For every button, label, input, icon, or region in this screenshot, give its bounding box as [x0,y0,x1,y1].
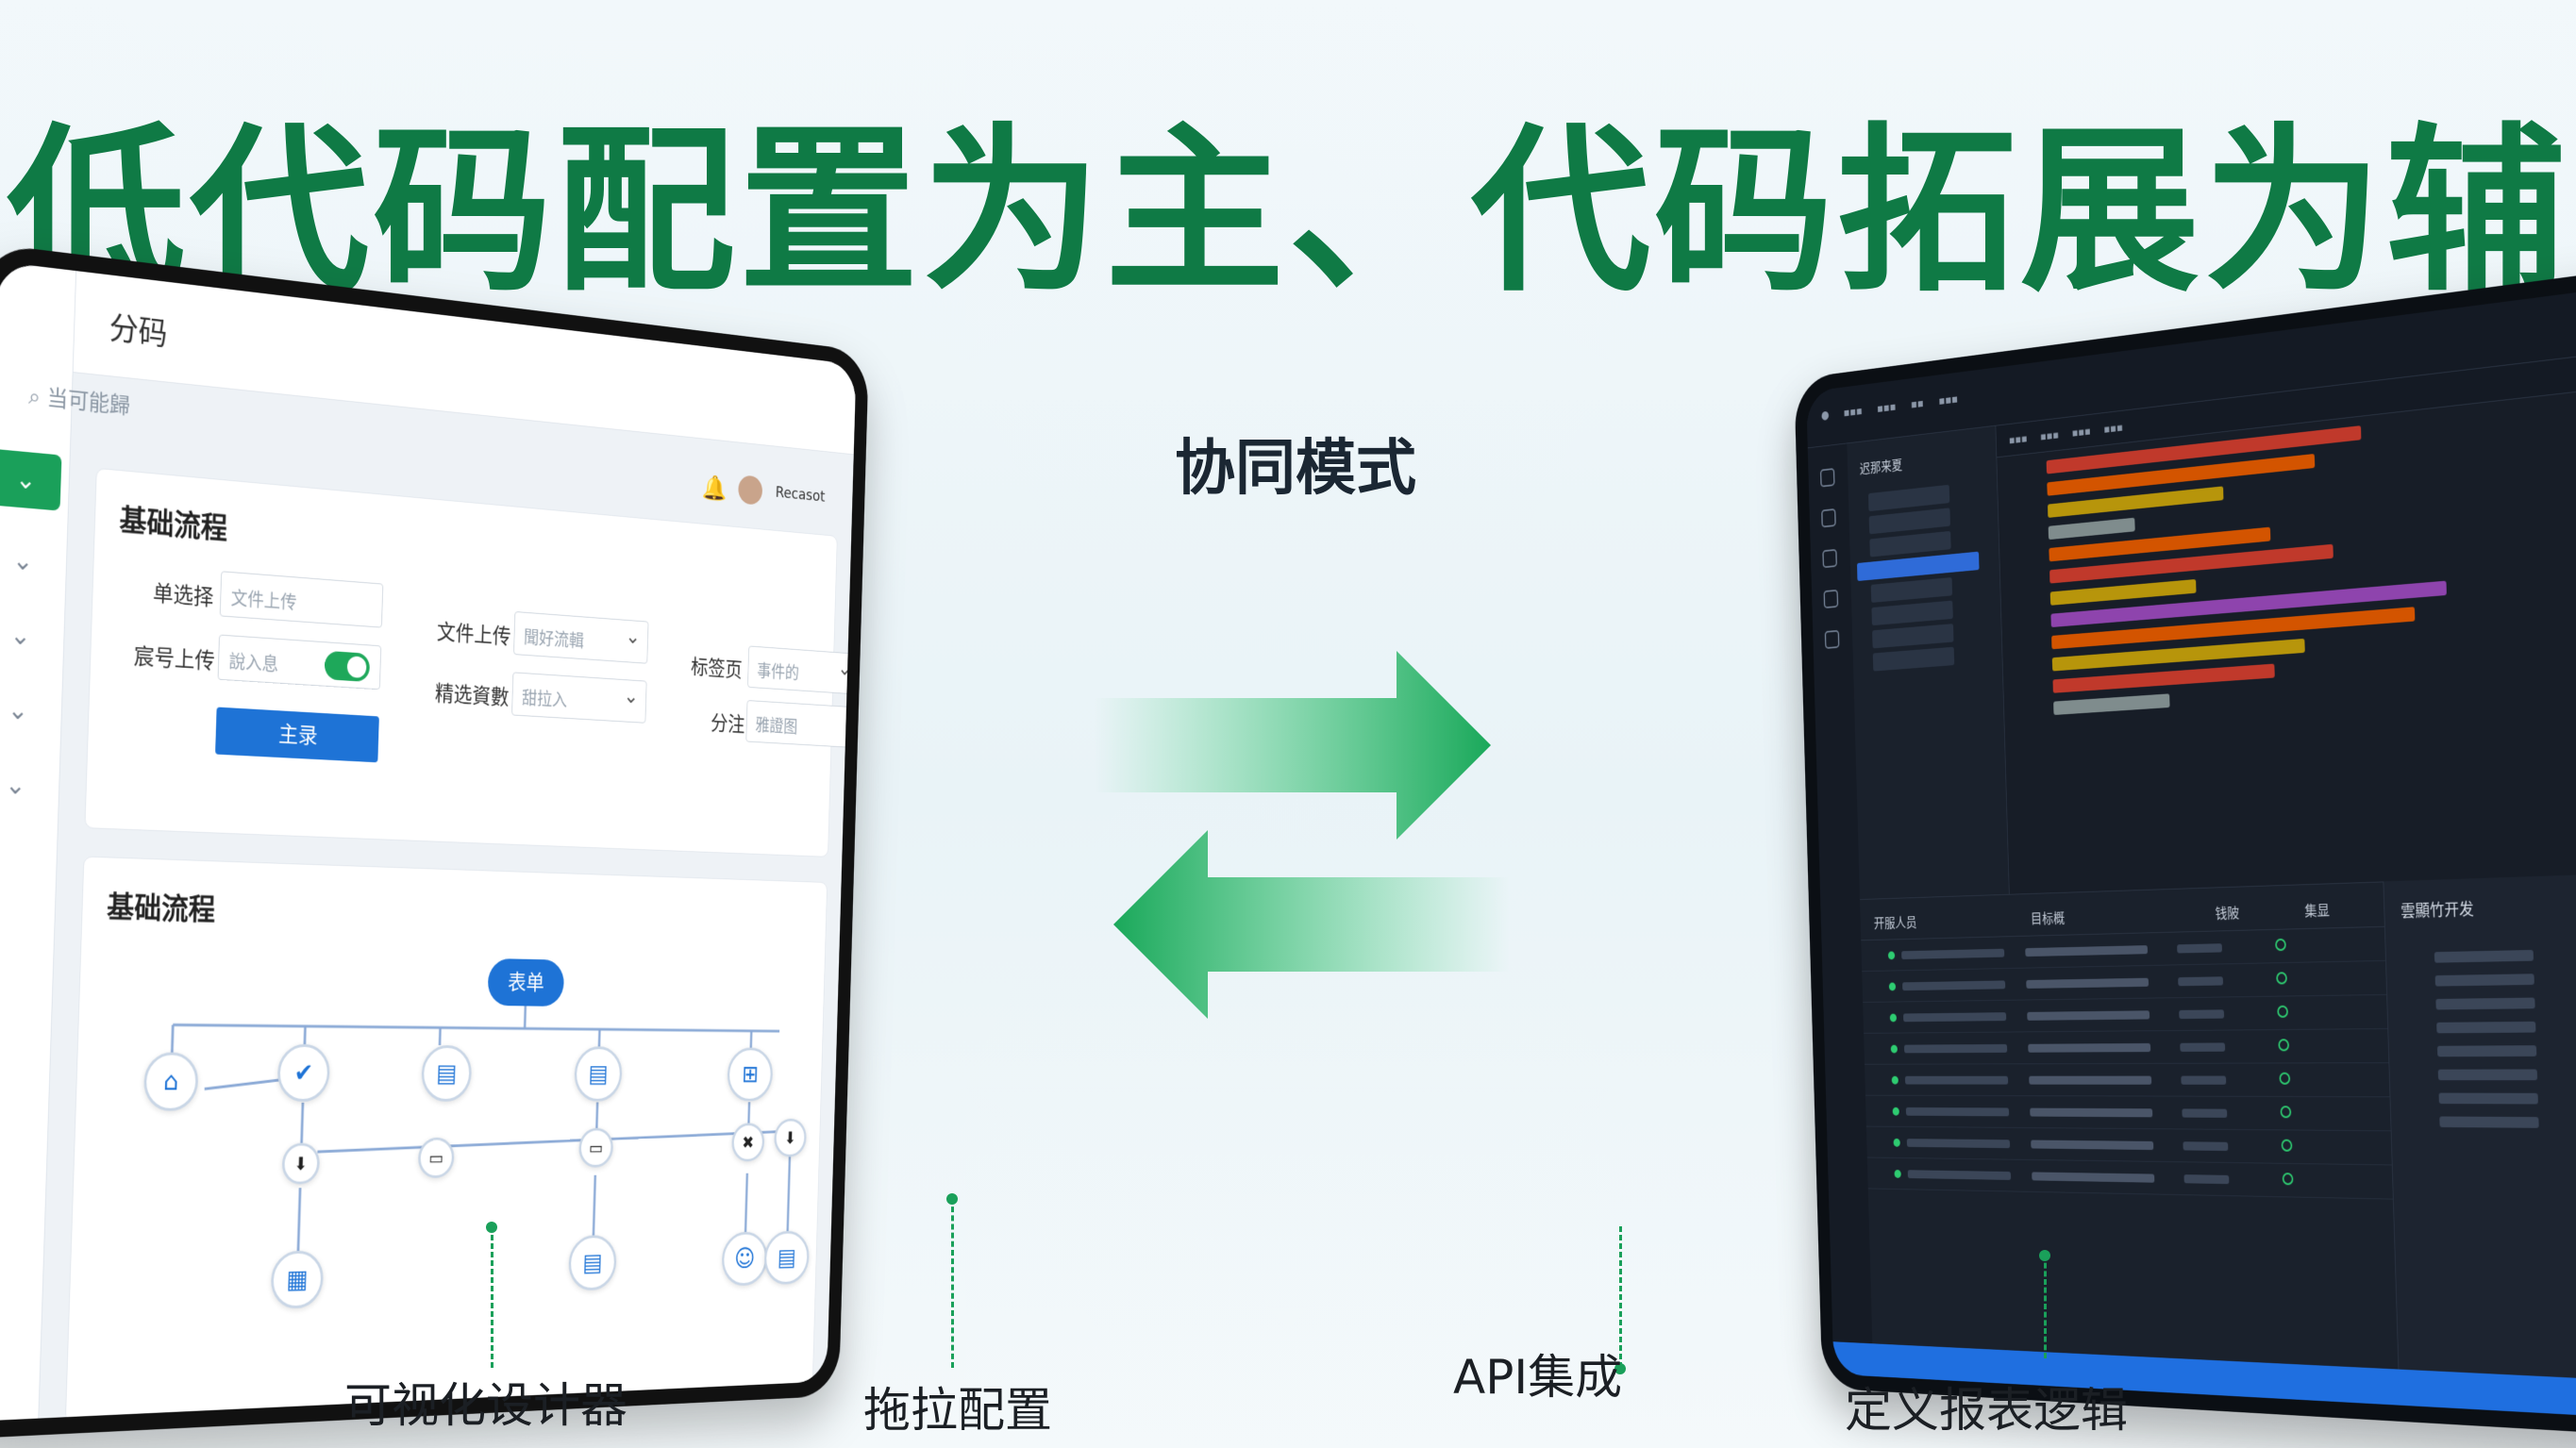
code-editor[interactable]: ▪▪▪ ▪▪▪ ▪▪▪ ▪▪▪ [1996,345,2576,894]
panel-title: 雲顯竹开发 [2400,900,2475,922]
tree-item[interactable] [2439,1116,2539,1128]
editor-tab[interactable]: ▪▪▪ [2071,424,2092,441]
column-header[interactable]: 集显 [2304,902,2331,920]
sidebar-chevron-icon[interactable]: ⌄ [7,693,29,726]
database-icon[interactable] [1823,589,1839,609]
tree-item[interactable] [1872,646,1955,672]
avatar[interactable] [738,474,763,506]
tree-item[interactable] [2436,1021,2536,1034]
menu-item[interactable]: ▪▪▪ [1938,391,1959,408]
panel-title: 基础流程 [118,502,228,546]
table-row[interactable] [1863,994,2388,1034]
tree-item[interactable] [2436,1045,2537,1057]
code-tablet: ●▪▪▪▪▪▪▪▪▪▪▪ 迟那来夏 ▪▪▪▪▪▪▪▪▪▪▪▪ [1794,261,2576,1440]
menu-item[interactable]: ▪▪ [1910,396,1924,412]
low-code-tablet: ⌄ ⌄ ⌄ ⌄ ⌄ 分码 ⌕ 当可能歸 🔔 Recasot 基础流程 单选择 文… [0,242,869,1440]
code-screen: ●▪▪▪▪▪▪▪▪▪▪▪ 迟那来夏 ▪▪▪▪▪▪▪▪▪▪▪▪ [1806,280,2576,1423]
callout-api-integration: API集成 [1453,1350,1623,1405]
callout-visual-designer: 可视化设计器 [344,1378,627,1433]
table-row[interactable] [1864,1029,2389,1065]
headline: 低代码配置为主、代码拓展为辅 [6,108,2569,316]
leader-line [2044,1255,2047,1358]
leader-dot [1614,1363,1626,1374]
leader-dot [946,1193,958,1205]
table-row[interactable] [1865,1095,2391,1132]
table-row[interactable] [1865,1063,2390,1098]
sidebar-active-item[interactable]: ⌄ [0,448,62,511]
editor-tab[interactable]: ▪▪▪ [2040,428,2060,444]
sidebar-chevron-icon[interactable]: ⌄ [11,544,34,577]
developer-table: 开服人员 目标概 钱陂 集显 [1860,881,2399,1370]
file-upload-select[interactable]: 聞好流輯 [513,611,649,664]
editor-tab[interactable]: ▪▪▪ [2103,421,2124,437]
left-arrow-icon [1113,830,1510,1019]
files-icon[interactable] [1821,508,1836,528]
tree-item[interactable] [1869,530,1951,558]
code-line [2048,517,2135,541]
tree-item[interactable] [1868,508,1950,535]
editor-tab[interactable]: ▪▪▪ [2008,432,2028,447]
collaboration-mode-label: 协同模式 [1175,434,1416,504]
submit-button[interactable]: 主录 [215,707,379,763]
refresh-icon[interactable] [1824,629,1840,649]
leader-dot [486,1222,497,1233]
file-explorer: 迟那来夏 [1847,425,2010,900]
sidebar-chevron-icon[interactable]: ⌄ [9,619,32,652]
precise-label: 精选資數 [434,680,510,710]
bell-icon[interactable]: 🔔 [701,473,728,504]
dev-side-panel: 雲顯竹开发 [2383,871,2576,1385]
file-upload-label: 文件上传 [436,619,511,650]
note-input[interactable]: 雅證图 [745,700,857,749]
note-label: 分注 [710,710,745,737]
code-line [2049,578,2197,606]
menu-item[interactable]: ▪▪▪ [1843,404,1863,420]
leader-line [491,1226,493,1368]
user-name[interactable]: Recasot [775,483,826,507]
leader-dot [2039,1250,2050,1261]
menu-item[interactable]: ▪▪▪ [1877,400,1897,416]
flow-panel: 基础流程 [64,856,828,1423]
column-header[interactable]: 目标概 [2030,909,2066,927]
low-code-screen: ⌄ ⌄ ⌄ ⌄ ⌄ 分码 ⌕ 当可能歸 🔔 Recasot 基础流程 单选择 文… [0,261,857,1423]
menu-item[interactable]: ● [1820,408,1830,423]
app-logo: 分码 [109,309,168,354]
sidebar: ⌄ ⌄ ⌄ ⌄ ⌄ [0,261,77,1423]
sidebar-chevron-icon[interactable]: ⌄ [4,769,26,801]
tab-select[interactable]: 事件的 [747,645,857,695]
sync-arrows [1095,651,1510,1019]
form-panel: 基础流程 单选择 文件上传 宸号上传 說入息 主录 文件上传 聞好流輯 精选資數… [84,467,857,857]
single-select-label: 单选择 [152,580,214,611]
tree-item[interactable] [1872,624,1954,649]
tree-item[interactable] [1867,484,1950,512]
flow-root-node[interactable]: 表单 [487,957,565,1007]
explorer-title: 迟那来夏 [1859,457,1903,477]
table-row[interactable] [1866,1157,2393,1200]
tree-item[interactable] [2434,949,2534,963]
tab-label: 标签页 [690,655,743,683]
leader-line [951,1198,954,1368]
single-select-input[interactable]: 文件上传 [219,571,384,628]
tree-item[interactable] [1870,577,1953,603]
callout-drag-config: 拖拉配置 [863,1383,1052,1438]
tree-item[interactable] [2437,1069,2538,1081]
tree-item[interactable] [2438,1092,2538,1105]
column-header[interactable]: 钱陂 [2215,905,2240,923]
tree-item[interactable] [2435,997,2535,1010]
right-arrow-icon [1095,651,1491,840]
precise-select[interactable]: 甜拉入 [511,672,647,724]
upload-label: 宸号上传 [133,642,216,674]
home-icon[interactable] [1819,468,1835,488]
callout-report-logic: 定义报表逻辑 [1845,1383,2128,1438]
tree-item[interactable] [1871,600,1953,626]
leader-line [1619,1226,1622,1368]
table-title: 开服人员 [1873,914,1917,932]
code-line [2053,693,2170,716]
toggle-switch[interactable] [324,650,371,683]
search-icon[interactable] [1822,548,1838,569]
tree-item[interactable] [2434,974,2534,987]
